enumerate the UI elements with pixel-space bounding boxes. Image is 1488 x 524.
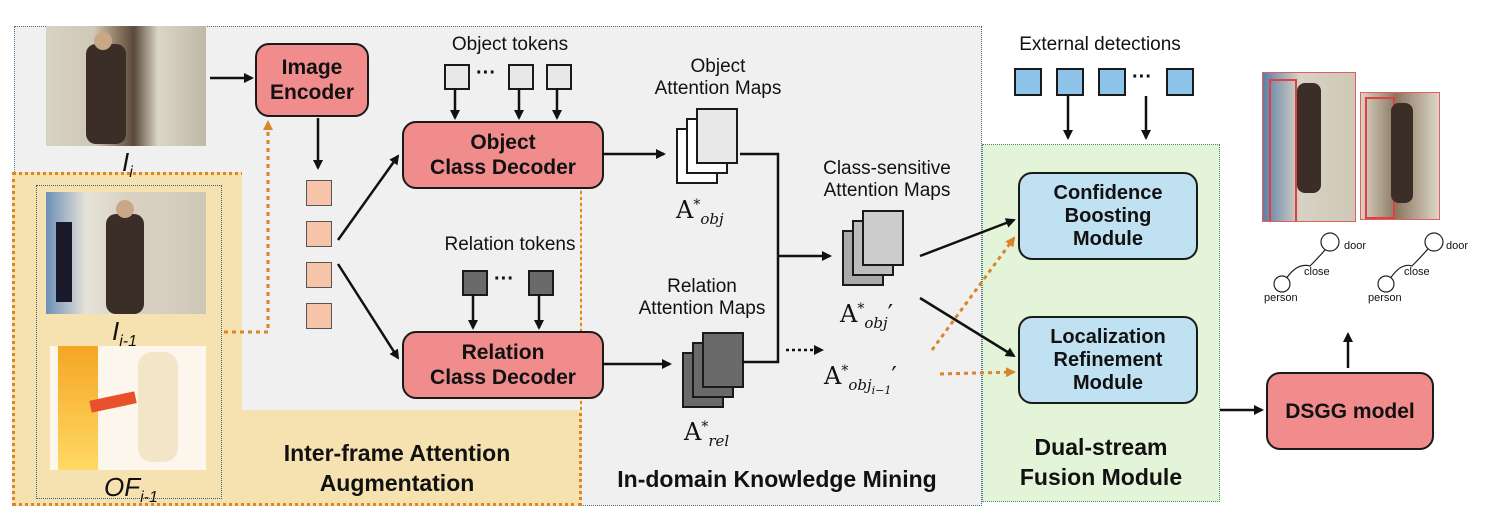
inter-frame-region-label: Inter-frame Attention Augmentation	[283, 440, 511, 496]
current-frame-label: Ii	[122, 147, 133, 182]
relation-token-ellipsis: ···	[494, 268, 514, 290]
a-obj-prime-label: A*obj′	[840, 300, 894, 332]
relation-tokens-label: Relation tokens	[444, 234, 576, 255]
external-detection-3	[1098, 68, 1126, 96]
graph2-person-label: person	[1368, 292, 1402, 304]
feature-token-4	[306, 303, 332, 329]
confidence-boosting-module: Confidence Boosting Module	[1018, 172, 1198, 260]
external-detection-1	[1014, 68, 1042, 96]
feature-token-3	[306, 262, 332, 288]
a-obj-prev-label: A*obji−1′	[824, 362, 897, 397]
dsgg-model-box: DSGG model	[1266, 372, 1434, 450]
image-encoder-box: Image Encoder	[255, 43, 369, 117]
class-map-sheet-3	[862, 210, 904, 266]
optical-flow-label: OFi-1	[104, 472, 158, 507]
graph1-person-label: person	[1264, 292, 1298, 304]
previous-frame-label: Ii-1	[112, 316, 138, 351]
external-detections-label: External detections	[1019, 34, 1181, 55]
graph1-close-label: close	[1304, 266, 1330, 278]
output-frame-image-2	[1360, 92, 1440, 220]
graph1-door-label: door	[1344, 240, 1367, 252]
external-detection-2	[1056, 68, 1084, 96]
object-token-2	[508, 64, 534, 90]
relation-class-decoder-box: Relation Class Decoder	[402, 331, 604, 399]
relation-token-1	[462, 270, 488, 296]
output-frame-image-1	[1262, 72, 1356, 222]
relation-token-2	[528, 270, 554, 296]
object-token-3	[546, 64, 572, 90]
feature-token-2	[306, 221, 332, 247]
relation-map-sheet-3	[702, 332, 744, 388]
class-sensitive-maps-title: Class-sensitive Attention Maps	[823, 158, 951, 201]
object-token-1	[444, 64, 470, 90]
a-rel-label: A*rel	[684, 418, 730, 450]
object-class-decoder-box: Object Class Decoder	[402, 121, 604, 189]
object-token-ellipsis: ···	[476, 62, 496, 84]
localization-refinement-module: Localization Refinement Module	[1018, 316, 1198, 404]
external-detection-ellipsis: ···	[1132, 66, 1152, 88]
feature-token-1	[306, 180, 332, 206]
optical-flow-image	[50, 346, 206, 470]
previous-frames-frame	[36, 185, 222, 499]
relation-attention-maps-title: Relation Attention Maps	[638, 276, 766, 319]
object-tokens-label: Object tokens	[451, 34, 569, 55]
dual-stream-region-label: Dual-stream Fusion Module	[1019, 434, 1183, 490]
in-domain-region-label: In-domain Knowledge Mining	[617, 466, 937, 492]
object-attention-maps-title: Object Attention Maps	[654, 56, 782, 99]
a-obj-label: A*obj	[676, 196, 724, 228]
graph2-close-label: close	[1404, 266, 1430, 278]
previous-frame-image	[46, 192, 206, 314]
graph2-door-label: door	[1446, 240, 1469, 252]
object-map-sheet-3	[696, 108, 738, 164]
external-detection-4	[1166, 68, 1194, 96]
current-frame-image	[46, 26, 206, 146]
